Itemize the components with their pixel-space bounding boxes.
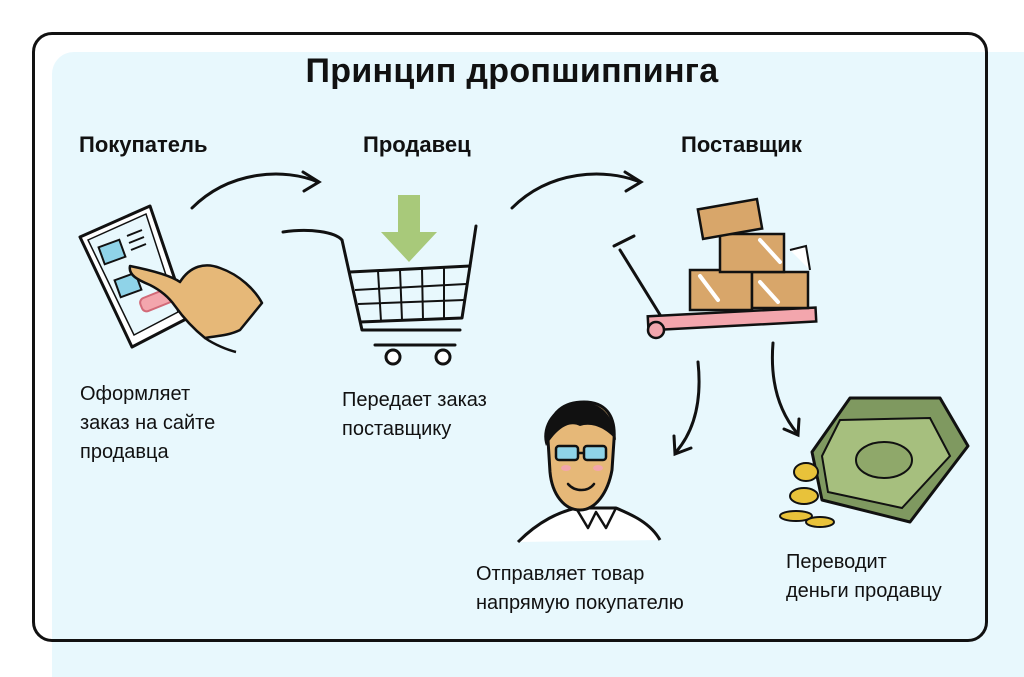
pallet-boxes-icon bbox=[612, 197, 818, 340]
caption-line: Переводит bbox=[786, 551, 887, 573]
caption-payment: Переводит деньги продавцу bbox=[786, 548, 942, 606]
caption-line: Передает заказ bbox=[342, 389, 487, 411]
caption-line: продавца bbox=[80, 441, 169, 463]
actor-label-supplier: Поставщик bbox=[681, 132, 802, 157]
arrow-supplier-to-money bbox=[770, 341, 801, 438]
person-icon bbox=[516, 400, 662, 544]
money-coins-icon bbox=[779, 396, 970, 528]
caption-line: деньги продавцу bbox=[786, 580, 942, 602]
caption-line: заказ на сайте bbox=[80, 412, 216, 434]
actor-label-seller: Продавец bbox=[363, 132, 471, 157]
arrow-seller-to-supplier bbox=[510, 170, 644, 210]
arrow-buyer-to-seller bbox=[190, 170, 322, 210]
actor-label-buyer: Покупатель bbox=[79, 132, 208, 157]
diagram-title: Принцип дропшиппинга bbox=[305, 52, 719, 90]
caption-line: Оформляет bbox=[80, 383, 191, 405]
diagram-frame bbox=[32, 32, 988, 642]
tablet-order-icon bbox=[78, 204, 264, 354]
caption-seller: Передает заказ поставщику bbox=[342, 386, 487, 444]
arrow-supplier-to-buyer bbox=[672, 360, 701, 457]
caption-line: поставщику bbox=[342, 418, 452, 440]
caption-line: Отправляет товар bbox=[476, 563, 645, 585]
caption-buyer: Оформляет заказ на сайте продавца bbox=[80, 380, 215, 467]
caption-shipping: Отправляет товар напрямую покупателю bbox=[476, 560, 684, 618]
shopping-cart-icon bbox=[281, 195, 478, 366]
caption-line: напрямую покупателю bbox=[476, 592, 684, 614]
background-panel bbox=[52, 52, 1024, 677]
